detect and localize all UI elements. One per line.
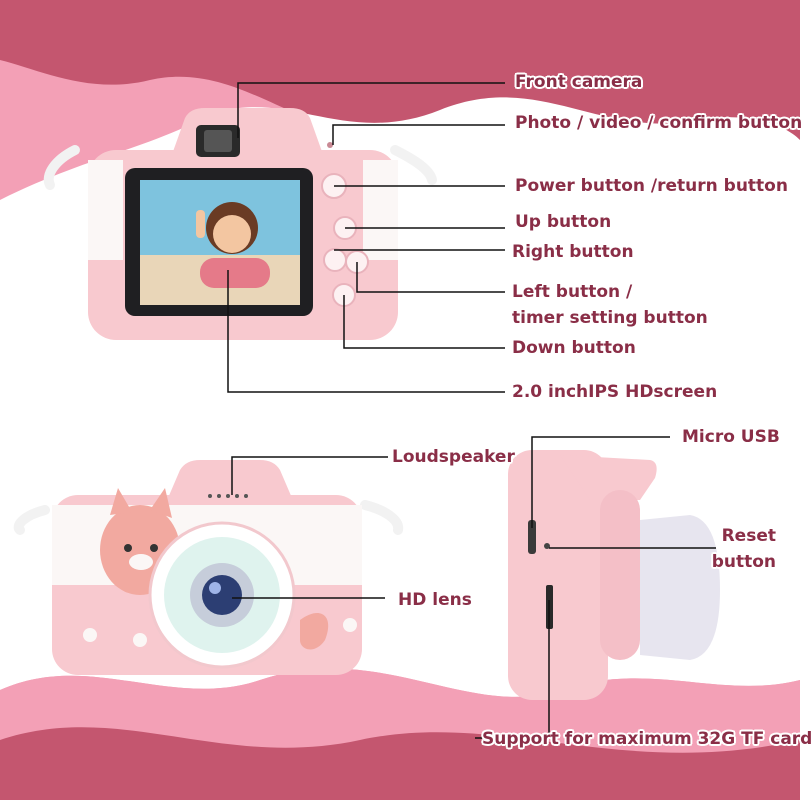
label-power-return: Power button /return button [515,176,788,196]
label-down-button: Down button [512,338,636,358]
side-view-leader-lines [475,436,716,739]
label-reset-line1: Reset [721,526,776,546]
label-up-button: Up button [515,212,612,232]
kids-camera-back-view [43,108,437,340]
label-left-timer-line2: timer setting button [512,308,708,328]
label-front-camera: Front camera [515,72,643,92]
kids-camera-side-view [508,450,720,700]
label-loudspeaker: Loudspeaker [392,447,515,467]
label-right-button: Right button [512,242,634,262]
label-reset-line2: button [711,552,776,572]
label-photo-video-confirm: Photo / video / confirm button [515,113,803,133]
label-screen: 2.0 inchIPS HDscreen [512,382,718,402]
label-micro-usb: Micro USB [682,427,780,447]
front-view-leader-lines [231,456,388,599]
back-view-leader-lines [227,82,505,393]
label-tf-card: Support for maximum 32G TF card [482,729,812,749]
girl-peace-sign-photo [140,180,300,305]
kids-camera-front-view-cat [13,460,404,675]
label-hd-lens: HD lens [398,590,472,610]
label-left-timer-line1: Left button / [512,282,633,302]
